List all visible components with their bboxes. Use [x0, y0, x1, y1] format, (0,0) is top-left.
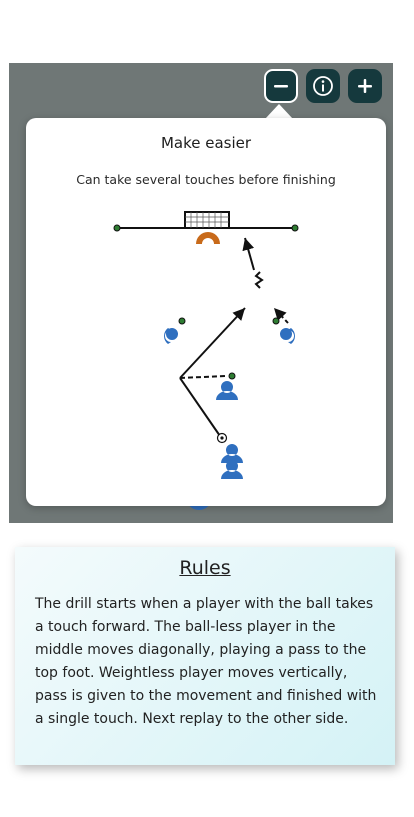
- make-easier-popover: Make easier Can take several touches bef…: [26, 118, 386, 506]
- rules-title: Rules: [179, 557, 231, 579]
- ball-icon: [216, 432, 228, 444]
- popover-title: Make easier: [160, 134, 252, 152]
- cone-icon: [228, 372, 236, 380]
- shot-arrow: [242, 237, 255, 271]
- make-easier-button[interactable]: [264, 69, 298, 103]
- run-arrow: [273, 307, 289, 324]
- popover-arrow: [265, 104, 293, 119]
- rules-body: The drill starts when a player with the …: [35, 596, 377, 727]
- goal-icon: [184, 211, 230, 229]
- cone-icon: [178, 317, 186, 325]
- make-harder-button[interactable]: [348, 69, 382, 103]
- rules-card: Rules The drill starts when a player wit…: [15, 547, 395, 765]
- player-icon: [216, 381, 238, 400]
- player-icon: [164, 328, 178, 344]
- plus-icon: [358, 79, 372, 93]
- run-line: [179, 375, 227, 379]
- minus-icon: [274, 85, 288, 88]
- popover-description: Can take several touches before finishin…: [76, 172, 336, 187]
- cone-icon: [113, 224, 121, 232]
- pass-line: [179, 377, 221, 437]
- player-icon: [280, 328, 295, 344]
- dribble-line: [254, 271, 264, 289]
- info-icon: [313, 76, 333, 96]
- drill-diagram: 11m 8m 8m: [113, 211, 299, 479]
- info-button[interactable]: [306, 69, 340, 103]
- player-icon: [221, 444, 243, 463]
- cone-icon: [291, 224, 299, 232]
- pass-arrow: [179, 307, 246, 379]
- cone-icon: [272, 317, 280, 325]
- goalkeeper-icon: [196, 232, 220, 244]
- player-icon: [221, 460, 243, 479]
